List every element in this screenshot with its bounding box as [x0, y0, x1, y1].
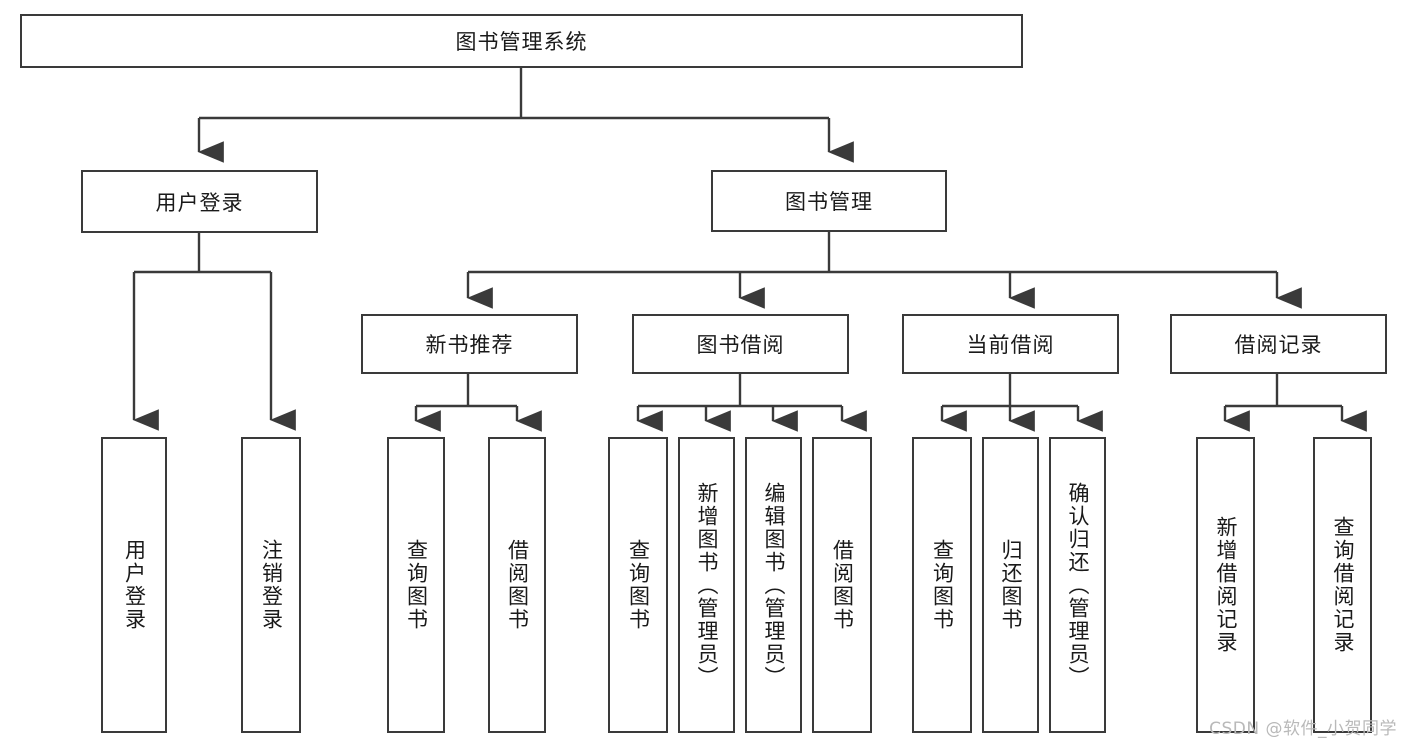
node-label: 归还图书 [999, 539, 1023, 631]
node-label: 编辑图书（管理员） [762, 481, 786, 689]
leaf-add-borrow-record[interactable]: 新增借阅记录 [1196, 437, 1255, 733]
node-user-login[interactable]: 用户登录 [81, 170, 318, 233]
node-label: 当前借阅 [966, 333, 1055, 357]
node-label: 查询图书 [930, 539, 955, 631]
node-root-book-management-system[interactable]: 图书管理系统 [20, 14, 1023, 68]
watermark: CSDN @软件_小贺同学 [1209, 719, 1397, 739]
leaf-edit-book-admin[interactable]: 编辑图书（管理员） [745, 437, 802, 733]
node-book-management[interactable]: 图书管理 [711, 170, 947, 232]
leaf-borrow-book-recommend[interactable]: 借阅图书 [488, 437, 546, 733]
leaf-confirm-return-admin[interactable]: 确认归还（管理员） [1049, 437, 1106, 733]
node-label: 查询借阅记录 [1331, 516, 1355, 654]
leaf-borrow-book[interactable]: 借阅图书 [812, 437, 872, 733]
node-label: 用户登录 [122, 539, 147, 631]
node-label: 注销登录 [259, 539, 284, 631]
node-label: 图书管理 [785, 190, 873, 214]
node-label: 查询图书 [626, 539, 651, 631]
node-label: 查询图书 [404, 539, 429, 631]
leaf-query-book-recommend[interactable]: 查询图书 [387, 437, 445, 733]
node-label: 确认归还（管理员） [1066, 481, 1090, 689]
node-borrow-record[interactable]: 借阅记录 [1170, 314, 1387, 374]
leaf-query-book-borrow[interactable]: 查询图书 [608, 437, 668, 733]
node-label: 图书管理系统 [455, 30, 588, 54]
node-label: 借阅图书 [830, 539, 855, 631]
leaf-logout[interactable]: 注销登录 [241, 437, 301, 733]
leaf-user-login[interactable]: 用户登录 [101, 437, 167, 733]
leaf-query-borrow-record[interactable]: 查询借阅记录 [1313, 437, 1372, 733]
node-label: 用户登录 [155, 190, 244, 215]
node-label: 借阅记录 [1234, 333, 1323, 357]
leaf-query-book-current[interactable]: 查询图书 [912, 437, 972, 733]
node-label: 借阅图书 [505, 539, 530, 631]
leaf-return-book[interactable]: 归还图书 [982, 437, 1039, 733]
node-book-borrow[interactable]: 图书借阅 [632, 314, 849, 374]
node-label: 新增借阅记录 [1214, 516, 1238, 654]
node-label: 新增图书（管理员） [695, 481, 719, 689]
node-current-borrow[interactable]: 当前借阅 [902, 314, 1119, 374]
node-label: 图书借阅 [696, 333, 785, 357]
leaf-add-book-admin[interactable]: 新增图书（管理员） [678, 437, 735, 733]
node-label: 新书推荐 [425, 333, 514, 357]
node-new-book-recommend[interactable]: 新书推荐 [361, 314, 578, 374]
